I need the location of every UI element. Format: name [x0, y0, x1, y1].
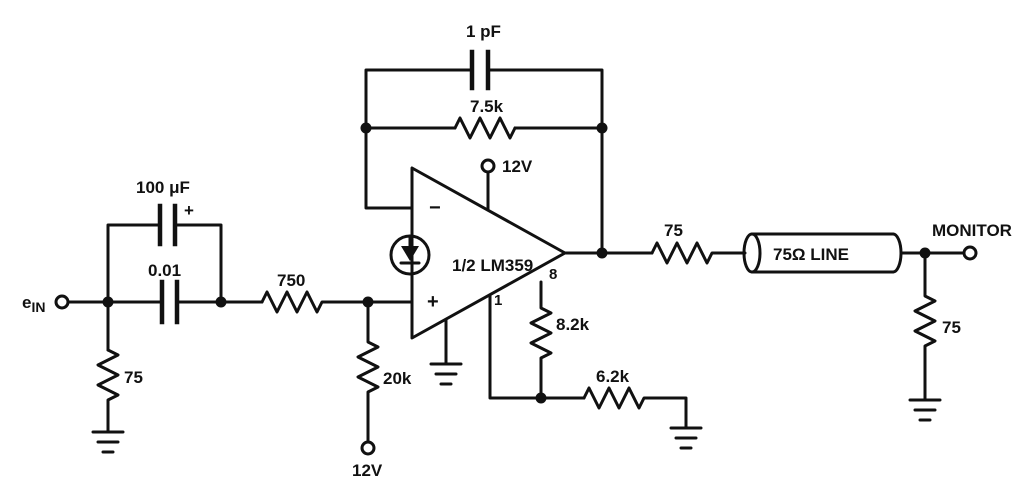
pin1-wire: [488, 294, 586, 400]
pin1-resistor-label: 6.2k: [596, 367, 630, 386]
bias-resistor: [356, 300, 380, 444]
bias-supply-terminal[interactable]: [360, 440, 376, 456]
opamp-pin-8-label: 8: [549, 266, 557, 283]
monitor-terminal[interactable]: [962, 245, 978, 261]
monitor-termination-resistor: [913, 251, 937, 402]
input-node: [102, 296, 114, 308]
monitor-label: MONITOR: [932, 221, 1012, 240]
input-label: eIN: [22, 293, 45, 315]
bias-resistor-label: 20k: [383, 369, 412, 388]
electrolytic-cap-polarity: +: [184, 201, 194, 220]
electrolytic-cap-label: 100 μF: [136, 178, 190, 197]
opamp-ground: [429, 362, 463, 386]
opamp-inverting-sign: −: [429, 197, 441, 219]
pin1-ground: [669, 426, 703, 450]
output-resistor-label: 75: [664, 221, 683, 240]
feedback-capacitor-label: 1 pF: [466, 22, 501, 41]
cap-junction-node: [215, 296, 227, 308]
bias-supply-label: 12V: [352, 461, 383, 480]
output-node: [596, 247, 608, 259]
electrolytic-cap-wire: [150, 223, 223, 304]
current-mirror-symbol: [389, 234, 431, 276]
pin-network-node: [535, 392, 547, 404]
bypass-cap-label: 0.01: [148, 261, 181, 280]
series-resistor: [260, 290, 414, 314]
opamp-supply-terminal[interactable]: [480, 158, 496, 174]
input-ground: [91, 430, 125, 454]
feedback-resistor: [453, 116, 517, 140]
monitor-ground: [908, 398, 942, 422]
pin1-resistor: [582, 386, 688, 430]
input-shunt-resistor-label: 75: [124, 368, 143, 387]
coax-line-label: 75Ω LINE: [773, 245, 849, 264]
feedback-node-right: [596, 122, 608, 134]
pin8-resistor: [529, 280, 553, 400]
monitor-termination-label: 75: [942, 318, 961, 337]
feedback-resistor-label: 7.5k: [470, 97, 504, 116]
series-resistor-label: 750: [277, 271, 305, 290]
output-resistor: [650, 241, 747, 265]
feedback-wire: [364, 68, 604, 255]
input-terminal[interactable]: [54, 294, 70, 310]
opamp-label: 1/2 LM359: [452, 256, 533, 275]
input-wire: [66, 223, 157, 352]
opamp-non-inverting-sign: +: [427, 291, 439, 313]
feedback-capacitor: [469, 49, 491, 91]
opamp-supply-label: 12V: [502, 157, 533, 176]
electrolytic-capacitor: [157, 203, 178, 247]
pin8-resistor-label: 8.2k: [556, 315, 590, 334]
feedback-node-left: [360, 122, 372, 134]
opamp-pin-1-label: 1: [494, 292, 502, 309]
input-shunt-resistor: [96, 348, 120, 434]
bypass-capacitor: [159, 279, 180, 325]
